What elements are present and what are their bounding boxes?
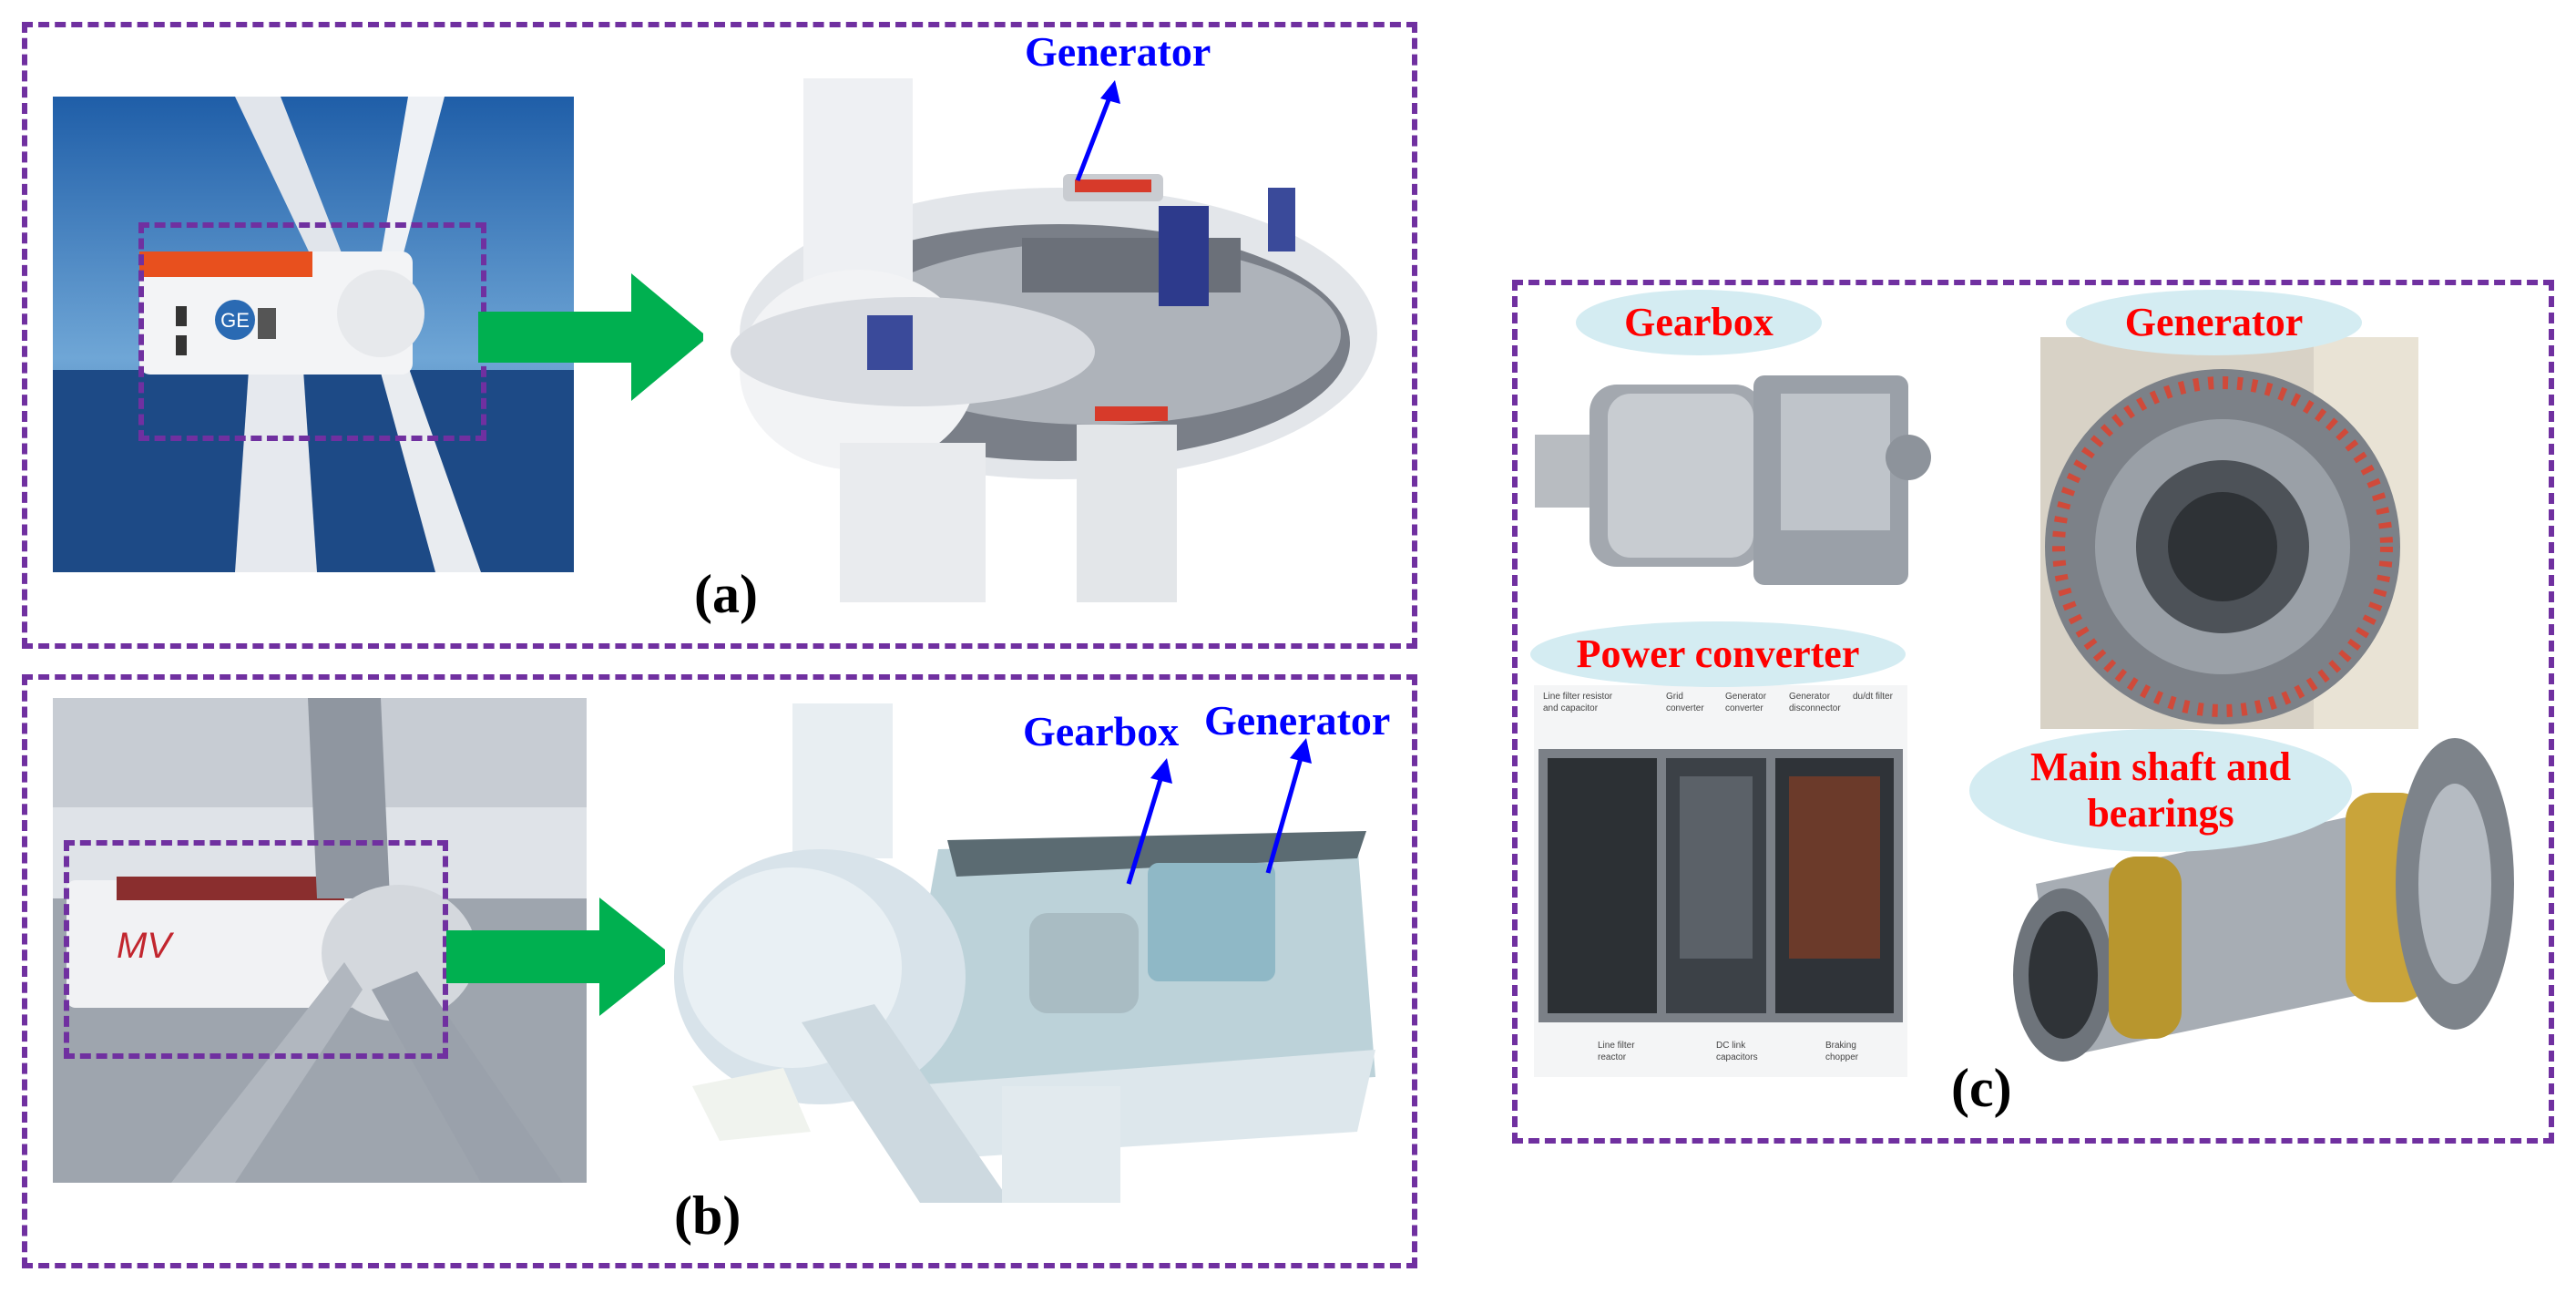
panel-c-main-shaft-label-line2: bearings [2087,790,2234,836]
panel-b-caption: (b) [674,1185,741,1246]
panel-b-gearbox-arrow-icon [1126,758,1172,885]
panel-c-generator-photo [2040,337,2418,731]
panel-a-frame [22,22,1417,649]
converter-top-label: du/dt filter [1853,692,1894,702]
panel-b-generator-label: Generator [1204,697,1391,744]
converter-top-label: converter [1725,703,1763,713]
panel-c-caption: (c) [1951,1058,2012,1118]
panel-c-gearbox-bubble: Gearbox [1576,290,1822,355]
converter-bottom-label: reactor [1598,1052,1627,1062]
panel-a-generator-arrow-icon [1075,80,1120,181]
panel-c-main-shaft-bubble: Main shaft and bearings [1969,729,2352,852]
panel-c-gearbox-photo [1526,348,1934,601]
panel-c-power-converter-photo: Line filter resistor and capacitor Grid … [1534,685,1907,1077]
panel-a-generator-label: Generator [1025,28,1211,75]
panel-b-gearbox-label: Gearbox [1023,708,1180,754]
panel-c-main-shaft-label-line1: Main shaft and [2029,744,2292,789]
converter-top-label: and capacitor [1543,703,1599,713]
converter-top-label: Generator [1789,692,1831,702]
panel-c-power-converter-bubble: Power converter [1530,621,1906,687]
converter-bottom-label: Braking [1825,1041,1856,1051]
panel-c-gearbox-label: Gearbox [1624,299,1774,344]
svg-text:MV: MV [117,926,174,966]
converter-bottom-label: capacitors [1716,1052,1758,1062]
panel-b-arrow-icon [446,898,674,1016]
converter-top-label: Line filter resistor [1543,692,1613,702]
panel-c-frame [1512,280,2554,1144]
panel-a-arrow-icon [478,273,708,401]
panel-b-nacelle-cutaway [665,703,1408,1203]
svg-text:GE: GE [220,309,250,332]
converter-bottom-label: chopper [1825,1052,1859,1062]
panel-b-generator-arrow-icon [1265,738,1312,874]
converter-top-label: converter [1666,703,1704,713]
panel-c-generator-label: Generator [2124,299,2304,344]
panel-c-main-shaft-label: Main shaft and bearings [2030,744,2291,836]
converter-bottom-label: Line filter [1598,1041,1635,1051]
converter-top-label: Generator [1725,692,1767,702]
panel-b-zoom-box [64,840,448,1059]
panel-a-zoom-box [138,222,486,441]
converter-bottom-label: DC link [1716,1041,1746,1051]
converter-top-label: disconnector [1789,703,1841,713]
panel-a-nacelle-cutaway [703,78,1377,602]
panel-b-frame [22,674,1417,1268]
panel-c-generator-bubble: Generator [2066,290,2362,355]
panel-a-caption: (a) [694,564,758,624]
converter-top-label: Grid [1666,692,1683,702]
panel-c-power-converter-label: Power converter [1576,631,1860,676]
